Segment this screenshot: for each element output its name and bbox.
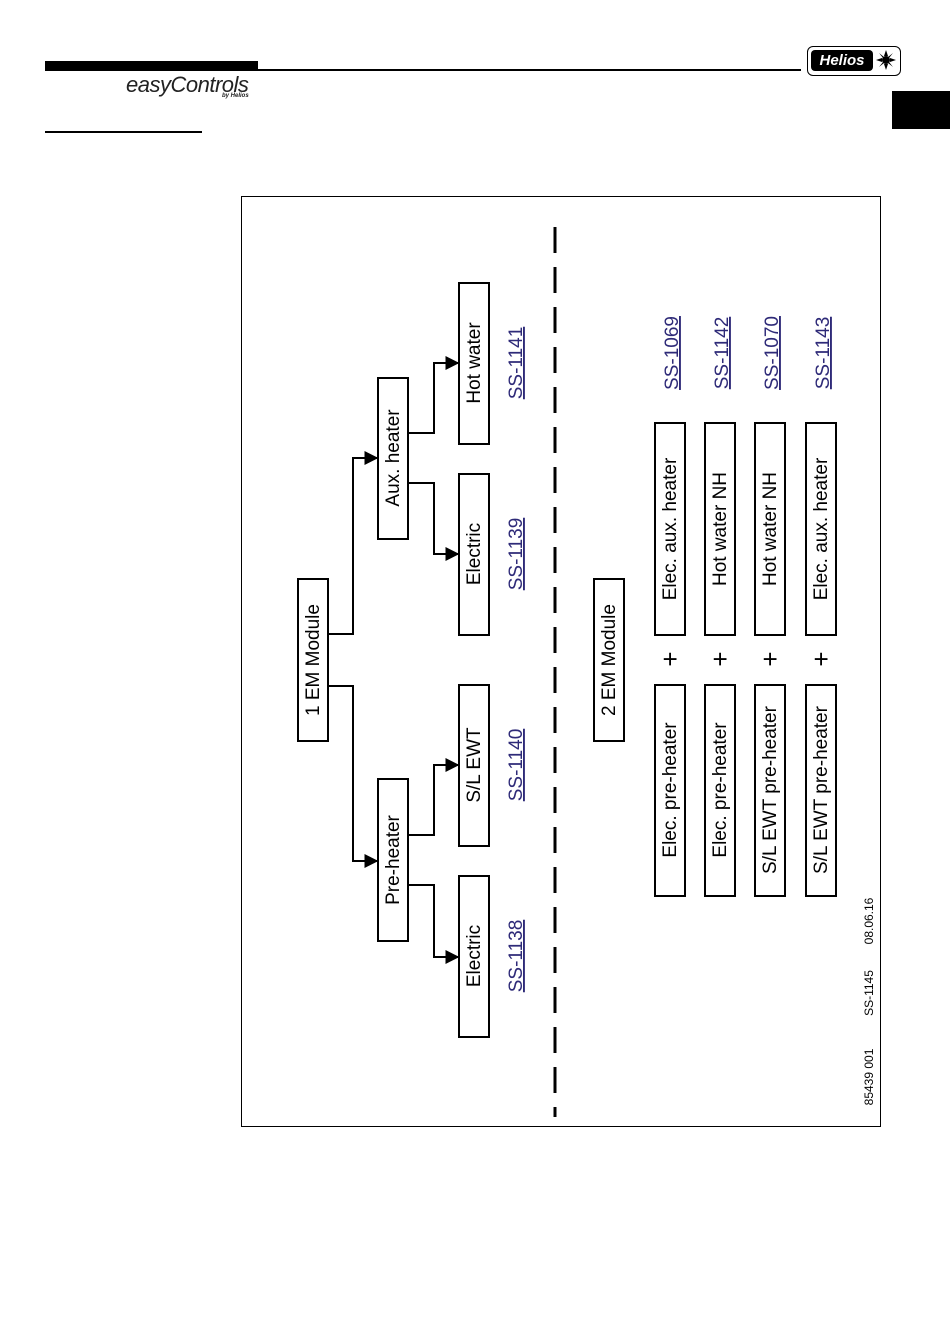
combo-row-4-code[interactable]: SS-1143 <box>813 317 834 390</box>
combo-row-2-right-box <box>704 422 736 636</box>
connector-module-aux <box>328 451 379 635</box>
pre-heater-label: Pre-heater <box>383 814 404 904</box>
brand-subtitle: by Helios <box>222 93 249 99</box>
diagram-canvas: 1 EM Module Pre-heater Aux. heater Elect… <box>297 227 876 1117</box>
drawing-reference: SS-1145 <box>862 970 876 1016</box>
combo-row-1-left: Elec. pre-heater <box>660 722 681 858</box>
helios-logo: Helios <box>807 46 901 76</box>
combo-row-3-left: S/L EWT pre-heater <box>760 705 781 874</box>
combo-row-4-left: S/L EWT pre-heater <box>811 705 832 874</box>
code-pre-slewt[interactable]: SS-1140 <box>506 729 527 802</box>
two-em-module-label: 2 EM Module <box>599 604 620 716</box>
connector-pre-electric <box>408 884 460 964</box>
combo-row-3-plus: + <box>755 651 785 666</box>
combo-row-3-left-box <box>754 684 786 897</box>
combo-row-1-code[interactable]: SS-1069 <box>662 316 683 390</box>
logo-text: Helios <box>811 50 873 71</box>
drawing-date: 08.06.16 <box>862 897 876 944</box>
connector-aux-hotwater <box>408 356 460 434</box>
combo-row-4-right: Elec. aux. heater <box>811 457 832 600</box>
one-em-module-label: 1 EM Module <box>303 604 324 716</box>
combo-row-4-left-box <box>805 684 837 897</box>
code-aux-hot-water[interactable]: SS-1141 <box>506 327 527 400</box>
header-bar-thick <box>45 61 258 70</box>
aux-hot-water-label: Hot water <box>464 322 485 404</box>
two-em-module-box <box>593 578 625 742</box>
combo-row-2-code[interactable]: SS-1142 <box>712 317 733 390</box>
combo-row-4-plus: + <box>806 651 836 666</box>
brand-name: easyControls <box>126 72 249 97</box>
combo-row-3-right-box <box>754 422 786 636</box>
connector-aux-electric <box>408 482 460 561</box>
combo-row-1-left-box <box>654 684 686 897</box>
combo-row-2-plus: + <box>705 651 735 666</box>
aux-heater-label: Aux. heater <box>383 409 404 507</box>
pre-electric-label: Electric <box>464 925 485 987</box>
combo-row-4-right-box <box>805 422 837 636</box>
pre-heater-box <box>377 778 409 942</box>
pre-slewt-label: S/L EWT <box>464 727 485 803</box>
drawing-number: 85439 001 <box>862 1048 876 1105</box>
section-rule <box>45 131 202 133</box>
combo-row-2-right: Hot water NH <box>710 472 731 586</box>
one-em-module-box <box>297 578 329 742</box>
combo-row-2-left-box <box>704 684 736 897</box>
connector-module-pre <box>328 685 379 868</box>
combo-row-3-right: Hot water NH <box>760 472 781 586</box>
aux-electric-label: Electric <box>464 523 485 585</box>
code-pre-electric[interactable]: SS-1138 <box>506 920 527 993</box>
combo-row-1-right: Elec. aux. heater <box>660 457 681 600</box>
language-tab <box>892 91 950 129</box>
code-aux-electric[interactable]: SS-1139 <box>506 518 527 591</box>
header-rule <box>45 69 801 71</box>
connector-pre-slewt <box>408 758 460 836</box>
combo-row-1-plus: + <box>655 651 685 666</box>
fan-icon <box>876 50 896 70</box>
em-module-diagram: 1 EM Module Pre-heater Aux. heater Elect… <box>241 196 881 1127</box>
combo-row-1-right-box <box>654 422 686 636</box>
combo-row-2-left: Elec. pre-heater <box>710 722 731 858</box>
combo-row-3-code[interactable]: SS-1070 <box>762 316 783 390</box>
